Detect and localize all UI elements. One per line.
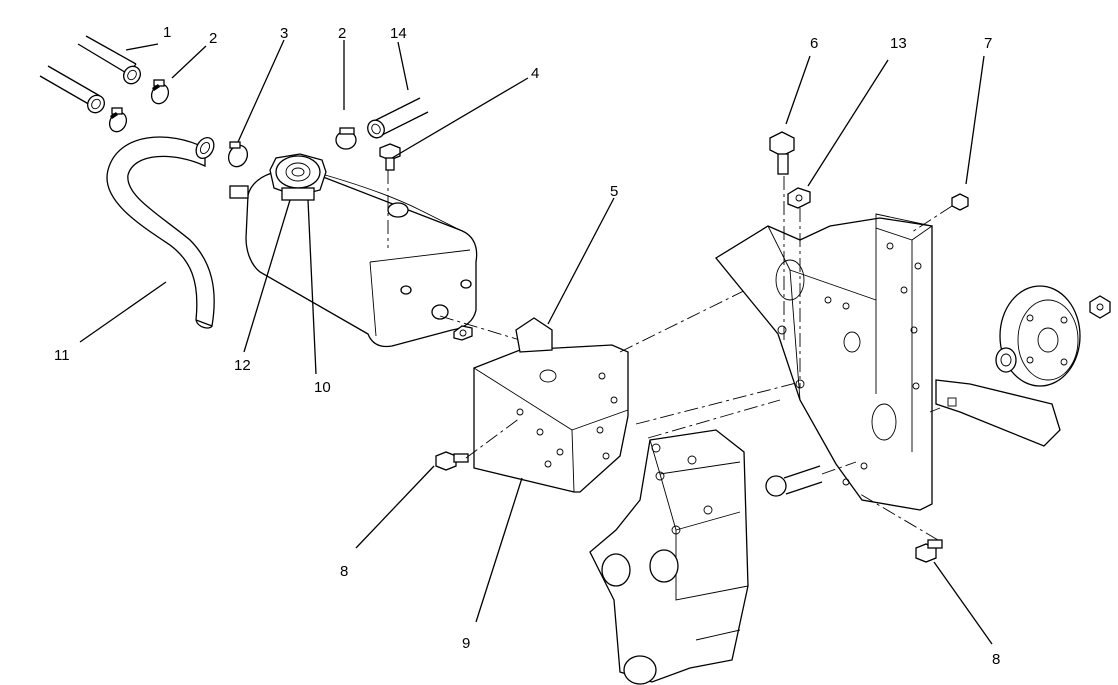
carriage-bolt <box>765 461 857 497</box>
callout-7: 7 <box>984 35 992 52</box>
callout-10: 10 <box>314 379 331 396</box>
hose-clamp-2-right <box>335 127 357 150</box>
hose-clamp-lower <box>108 107 128 133</box>
radiator-cap-12 <box>269 153 327 201</box>
hose-lower <box>39 65 105 114</box>
callout-12: 12 <box>234 357 251 374</box>
expansion-tank <box>229 167 478 348</box>
engine-mount-block <box>589 429 749 685</box>
nut-7 <box>911 193 969 233</box>
callout-2-left: 2 <box>209 30 217 47</box>
callout-8-left: 8 <box>340 563 348 580</box>
hose-clamp-upper <box>150 79 170 105</box>
idler-arm <box>929 379 1061 447</box>
nut-13 <box>787 187 811 388</box>
hose-14 <box>367 97 429 139</box>
spacer <box>995 347 1017 373</box>
hose-upper <box>77 35 141 85</box>
callout-3: 3 <box>280 25 288 42</box>
bolt-6 <box>769 131 795 340</box>
leader-lines <box>79 39 993 645</box>
callout-6: 6 <box>810 35 818 52</box>
callout-11: 11 <box>54 347 70 364</box>
bolt-8-left <box>435 417 521 471</box>
callout-2-right: 2 <box>338 25 346 42</box>
callout-1: 1 <box>163 24 171 41</box>
bolt-8-right <box>859 493 943 563</box>
callout-4: 4 <box>531 65 539 82</box>
callout-8-right: 8 <box>992 651 1000 668</box>
hose-clamp-3 <box>227 141 249 168</box>
radiator-hose-11 <box>106 136 215 329</box>
callout-14: 14 <box>390 25 407 42</box>
callout-13: 13 <box>890 35 907 52</box>
callout-5: 5 <box>610 183 618 200</box>
nut-5 <box>453 325 473 341</box>
bracket-9 <box>473 317 629 493</box>
callout-9: 9 <box>462 635 470 652</box>
callout-labels: 1 2 3 2 14 4 6 13 7 5 11 12 10 8 9 8 <box>54 24 1000 668</box>
mounting-plate <box>715 213 934 511</box>
pulley <box>999 285 1111 387</box>
